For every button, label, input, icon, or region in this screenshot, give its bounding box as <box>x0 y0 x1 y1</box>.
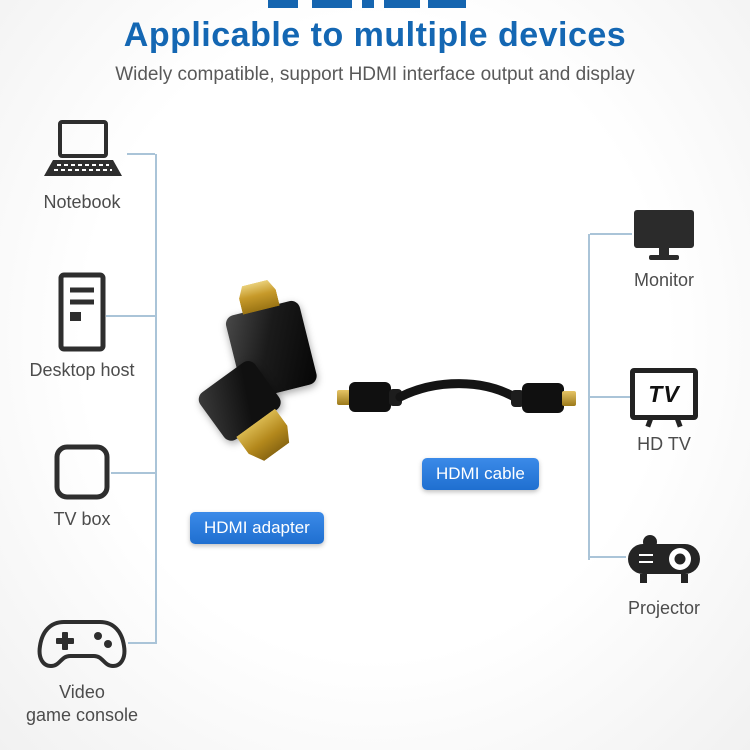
desktop-tower-icon <box>58 272 106 352</box>
device-label-desktop-host: Desktop host <box>29 360 135 380</box>
desktop-connector-line <box>106 315 155 317</box>
monitor-connector-line <box>590 233 632 235</box>
cable-left-gold-tip <box>337 390 351 405</box>
cropped-banner-text-fragment <box>362 0 374 8</box>
left-connector-trunk-line <box>155 154 157 644</box>
cropped-banner-text-fragment <box>384 0 420 8</box>
device-projector: Projector <box>600 528 728 620</box>
laptop-icon <box>44 120 122 176</box>
tv-icon-label: TV <box>648 380 680 407</box>
right-connector-trunk-line <box>588 234 590 560</box>
gamepad-icon <box>37 620 127 668</box>
device-monitor: Monitor <box>602 208 726 292</box>
device-desktop-host: Desktop host <box>22 272 142 382</box>
device-label-video-game-console: Video game console <box>25 682 139 725</box>
cable-left-connector <box>349 382 391 412</box>
projector-connector-line <box>590 556 626 558</box>
device-notebook: Notebook <box>22 118 142 214</box>
cable-wire <box>395 379 521 403</box>
device-label-monitor: Monitor <box>633 270 695 290</box>
cable-right-neck <box>511 390 524 407</box>
cable-right-gold-tip <box>562 391 576 406</box>
device-label-notebook: Notebook <box>43 192 121 212</box>
device-label-hd-tv: HD TV <box>637 434 691 454</box>
device-label-projector: Projector <box>627 598 701 618</box>
hd-tv-connector-line <box>590 396 630 398</box>
game-console-connector-line <box>128 642 155 644</box>
cable-right-connector <box>522 383 564 413</box>
page-title: Applicable to multiple devices <box>123 16 627 54</box>
cropped-banner-text-fragment <box>428 0 466 8</box>
tv-icon: TV <box>630 368 698 428</box>
tv-box-icon <box>54 444 110 500</box>
tv-icon-screen: TV <box>630 368 698 420</box>
tv-box-connector-line <box>111 472 155 474</box>
monitor-icon <box>634 210 694 260</box>
page-subtitle: Widely compatible, support HDMI interfac… <box>115 64 635 85</box>
hdmi-cable-badge: HDMI cable <box>422 458 539 490</box>
cropped-banner-text-fragment <box>268 0 298 8</box>
notebook-connector-line <box>127 153 155 155</box>
projector-icon <box>628 535 700 583</box>
device-tv-box: TV box <box>22 443 142 531</box>
hdmi-adapter-badge: HDMI adapter <box>190 512 324 544</box>
device-hd-tv: TV HD TV <box>602 368 726 456</box>
device-video-game-console: Video game console <box>18 612 146 726</box>
hdmi-cable-image <box>337 379 576 413</box>
hdmi-adapter-image <box>185 280 360 485</box>
cropped-banner-text-fragment <box>312 0 352 8</box>
device-label-tv-box: TV box <box>53 509 111 529</box>
